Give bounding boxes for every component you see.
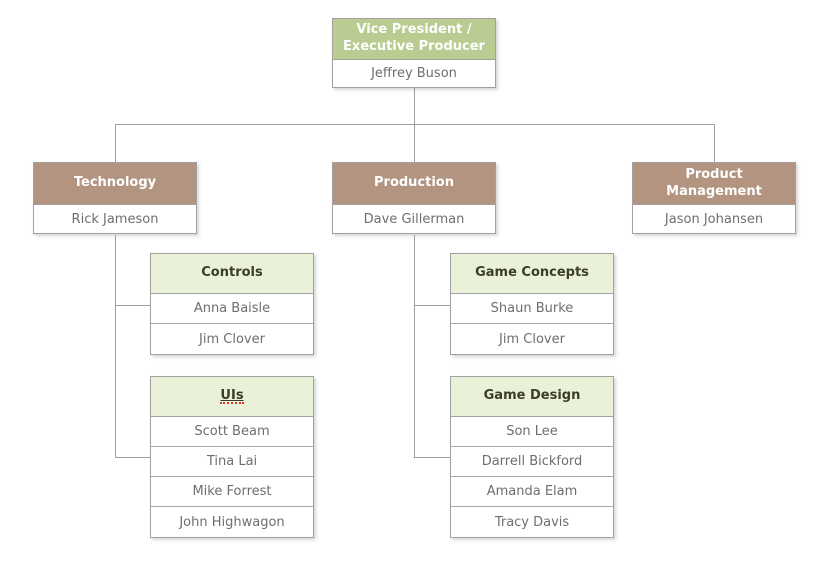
org-box-controls[interactable]: Controls Anna Baisle Jim Clover: [150, 253, 314, 355]
connector-stub-controls: [115, 305, 150, 306]
org-box-vice-president[interactable]: Vice President / Executive Producer Jeff…: [332, 18, 496, 88]
org-box-uis[interactable]: UIs Scott Beam Tina Lai Mike Forrest Joh…: [150, 376, 314, 538]
org-box-title: UIs: [151, 377, 313, 417]
org-box-member: Jim Clover: [499, 331, 565, 347]
connector-stub-game-concepts: [414, 305, 450, 306]
connector-stub-uis: [115, 457, 150, 458]
org-box-title: Controls: [151, 254, 313, 294]
connector-production-trunk: [414, 235, 415, 458]
org-box-member: Mike Forrest: [151, 477, 313, 507]
org-box-member: Tracy Davis: [494, 514, 570, 530]
org-box-title: Product Management: [633, 163, 795, 205]
org-box-game-concepts[interactable]: Game Concepts Shaun Burke Jim Clover: [450, 253, 614, 355]
org-box-member: Scott Beam: [151, 417, 313, 447]
org-box-member: Amanda Elam: [451, 477, 613, 507]
connector-drop-product-management: [714, 124, 715, 162]
org-box-title: Technology: [34, 163, 196, 205]
org-box-technology[interactable]: Technology Rick Jameson: [33, 162, 197, 234]
org-box-member: Shaun Burke: [451, 294, 613, 324]
connector-rail: [115, 124, 715, 125]
org-box-title: Game Design: [451, 377, 613, 417]
org-box-member: Jim Clover: [199, 331, 265, 347]
org-box-member: Dave Gillerman: [363, 211, 465, 227]
org-box-title: Vice President / Executive Producer: [333, 19, 495, 60]
org-box-title: Production: [333, 163, 495, 205]
connector-drop-production: [414, 124, 415, 162]
org-box-member: Jeffrey Buson: [371, 66, 457, 81]
org-box-production[interactable]: Production Dave Gillerman: [332, 162, 496, 234]
connector-stub-game-design: [414, 457, 450, 458]
connector-root-drop: [414, 88, 415, 125]
spellcheck-underlined-title: UIs: [220, 387, 244, 405]
org-box-member: Anna Baisle: [151, 294, 313, 324]
org-box-title: Game Concepts: [451, 254, 613, 294]
org-box-product-management[interactable]: Product Management Jason Johansen: [632, 162, 796, 234]
org-box-member: Jason Johansen: [664, 211, 764, 227]
org-box-member: Darrell Bickford: [451, 447, 613, 477]
org-box-game-design[interactable]: Game Design Son Lee Darrell Bickford Ama…: [450, 376, 614, 538]
connector-technology-trunk: [115, 235, 116, 458]
connector-drop-technology: [115, 124, 116, 162]
org-box-member: Tina Lai: [151, 447, 313, 477]
org-box-member: Son Lee: [451, 417, 613, 447]
org-box-member: John Highwagon: [179, 514, 285, 530]
org-box-member: Rick Jameson: [71, 211, 159, 227]
